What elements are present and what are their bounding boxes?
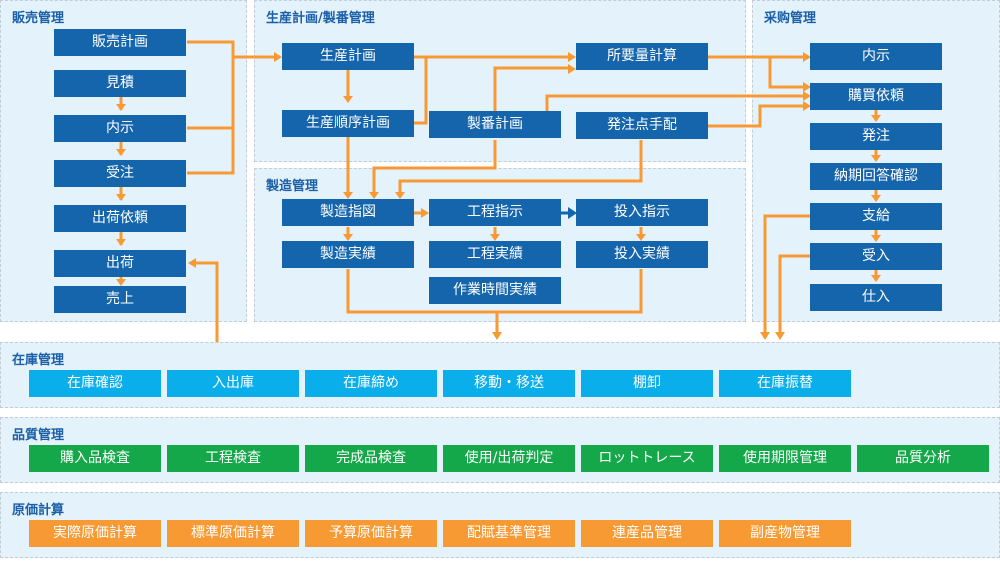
production-planning-title: 生産計画/製番管理 (266, 11, 375, 26)
purchasing-title: 采购管理 (764, 11, 817, 26)
arrowhead (492, 332, 502, 340)
sales-item-naiji[interactable]: 内示 (54, 115, 186, 142)
quality-item-kanseihin-kensa[interactable]: 完成品検査 (305, 445, 437, 472)
purchasing-item-hacchu[interactable]: 発注 (810, 123, 942, 150)
manufacturing-item-kotei-jisseki[interactable]: 工程実績 (429, 241, 561, 268)
manufacturing-item-tonyu-shiji[interactable]: 投入指示 (576, 199, 708, 226)
manufacturing-item-kotei-shiji[interactable]: 工程指示 (429, 199, 561, 226)
sales-item-hanbai-keikaku[interactable]: 販売計画 (54, 29, 186, 56)
production-item-seisan-junjo-keikaku[interactable]: 生産順序計画 (282, 110, 414, 137)
manufacturing-item-seizo-jisseki[interactable]: 製造実績 (282, 241, 414, 268)
costing-title: 原価計算 (12, 503, 65, 518)
quality-item-kotei-kensa[interactable]: 工程検査 (167, 445, 299, 472)
manufacturing-item-sagyo-jikan-jisseki[interactable]: 作業時間実績 (429, 277, 561, 304)
sales-title: 販売管理 (12, 11, 65, 26)
inventory-title: 在庫管理 (12, 353, 65, 368)
arrowhead (760, 332, 770, 340)
costing-item-haifu-kijun-kanri[interactable]: 配賦基準管理 (443, 520, 575, 547)
quality-title: 品質管理 (12, 428, 65, 443)
quality-item-shiyo-kigen-kanri[interactable]: 使用期限管理 (719, 445, 851, 472)
sales-item-uriage[interactable]: 売上 (54, 286, 186, 313)
sales-item-shukka-irai[interactable]: 出荷依頼 (54, 205, 186, 232)
inventory-item-zaiko-furikae[interactable]: 在庫振替 (719, 370, 851, 397)
purchasing-item-shiire[interactable]: 仕入 (810, 284, 942, 311)
production-item-seisan-keikaku[interactable]: 生産計画 (282, 43, 414, 70)
sales-item-shukka[interactable]: 出荷 (54, 250, 186, 277)
production-item-hacchuten-tehai[interactable]: 発注点手配 (576, 112, 708, 139)
costing-item-jissai-genka[interactable]: 実際原価計算 (29, 520, 161, 547)
quality-item-hinshitsu-bunseki[interactable]: 品質分析 (857, 445, 989, 472)
sales-item-juchu[interactable]: 受注 (54, 160, 186, 187)
purchasing-item-noki-kaito-kakunin[interactable]: 納期回答確認 (810, 163, 942, 190)
quality-item-konyuhin-kensa[interactable]: 購入品検査 (29, 445, 161, 472)
manufacturing-item-seizo-shizu[interactable]: 製造指図 (282, 199, 414, 226)
sales-item-mitsumori[interactable]: 見積 (54, 70, 186, 97)
arrowhead (775, 332, 785, 340)
purchasing-item-naiji[interactable]: 内示 (810, 43, 942, 70)
purchasing-item-ukeire[interactable]: 受入 (810, 243, 942, 270)
costing-item-fukusanbutsu-kanri[interactable]: 副産物管理 (719, 520, 851, 547)
inventory-item-zaiko-kakunin[interactable]: 在庫確認 (29, 370, 161, 397)
purchasing-item-kobai-irai[interactable]: 購買依頼 (810, 83, 942, 110)
manufacturing-title: 製造管理 (266, 179, 319, 194)
manufacturing-item-tonyu-jisseki[interactable]: 投入実績 (576, 241, 708, 268)
quality-item-lot-trace[interactable]: ロットトレース (581, 445, 713, 472)
costing-item-yosan-genka[interactable]: 予算原価計算 (305, 520, 437, 547)
inventory-item-nyushukko[interactable]: 入出庫 (167, 370, 299, 397)
purchasing-item-shikyu[interactable]: 支給 (810, 203, 942, 230)
production-item-shoyoryo-keisan[interactable]: 所要量計算 (576, 43, 708, 70)
inventory-item-tanaoroshi[interactable]: 棚卸 (581, 370, 713, 397)
production-item-seiban-keikaku[interactable]: 製番計画 (429, 111, 561, 138)
quality-item-shiyo-shukka-hantei[interactable]: 使用/出荷判定 (443, 445, 575, 472)
costing-item-rensanhin-kanri[interactable]: 連産品管理 (581, 520, 713, 547)
inventory-item-ido-iso[interactable]: 移動・移送 (443, 370, 575, 397)
inventory-item-zaiko-shime[interactable]: 在庫締め (305, 370, 437, 397)
costing-item-hyojun-genka[interactable]: 標準原価計算 (167, 520, 299, 547)
